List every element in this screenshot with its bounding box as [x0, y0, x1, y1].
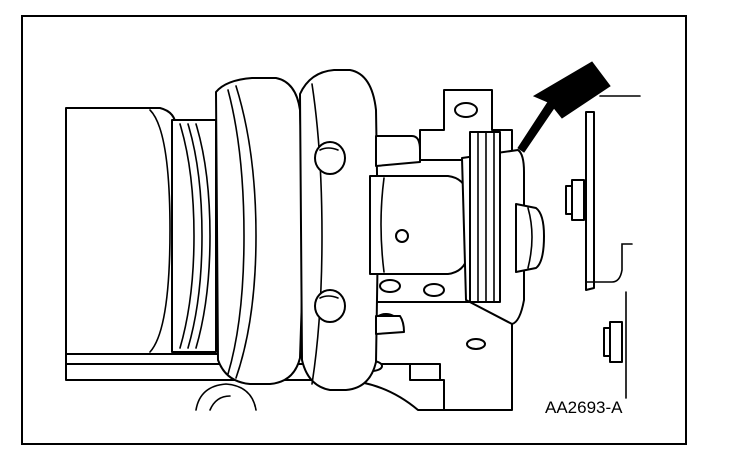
arrow-pointer-icon: [517, 61, 611, 153]
hub-housing: [369, 175, 469, 275]
figure-reference-code: AA2693-A: [545, 398, 623, 417]
drive-disc-1: [215, 77, 305, 385]
seal-flange: [461, 131, 545, 325]
cylinder-body: [65, 107, 217, 355]
drive-disc-2: [299, 69, 379, 391]
shaft: [375, 135, 421, 335]
right-housing: [565, 95, 641, 399]
